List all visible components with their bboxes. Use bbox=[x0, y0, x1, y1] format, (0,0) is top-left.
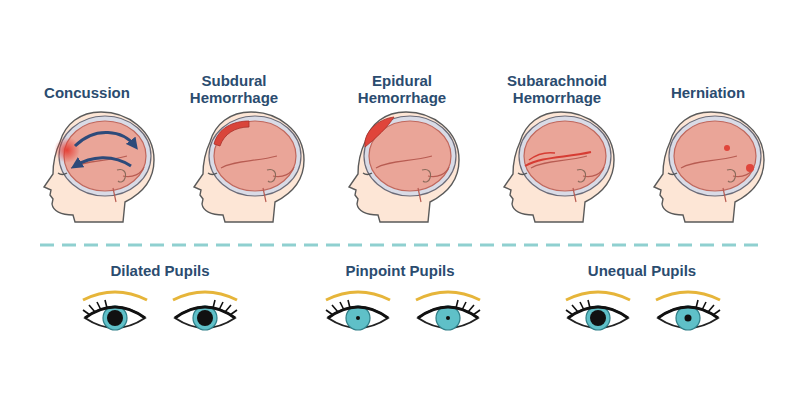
condition-label: Epidural Hemorrhage bbox=[352, 72, 452, 106]
condition-label: Herniation bbox=[648, 84, 768, 101]
separator-line bbox=[40, 244, 760, 247]
condition-label: Subdural Hemorrhage bbox=[184, 72, 284, 106]
pupil-label: Unequal Pupils bbox=[562, 262, 722, 279]
condition-label: Subarachnoid Hemorrhage bbox=[500, 72, 615, 106]
condition-label: Concussion bbox=[27, 84, 147, 101]
concussion-head bbox=[44, 112, 154, 222]
unequal-eyes bbox=[566, 292, 720, 330]
pinpoint-eyes bbox=[326, 292, 480, 330]
dilated-eyes bbox=[83, 292, 237, 330]
pupil-label: Pinpoint Pupils bbox=[320, 262, 480, 279]
pupil-label: Dilated Pupils bbox=[80, 262, 240, 279]
herniation-head bbox=[654, 112, 764, 222]
epidural-head bbox=[349, 112, 459, 222]
subdural-head bbox=[194, 112, 304, 222]
subarachnoid-head bbox=[504, 112, 614, 222]
